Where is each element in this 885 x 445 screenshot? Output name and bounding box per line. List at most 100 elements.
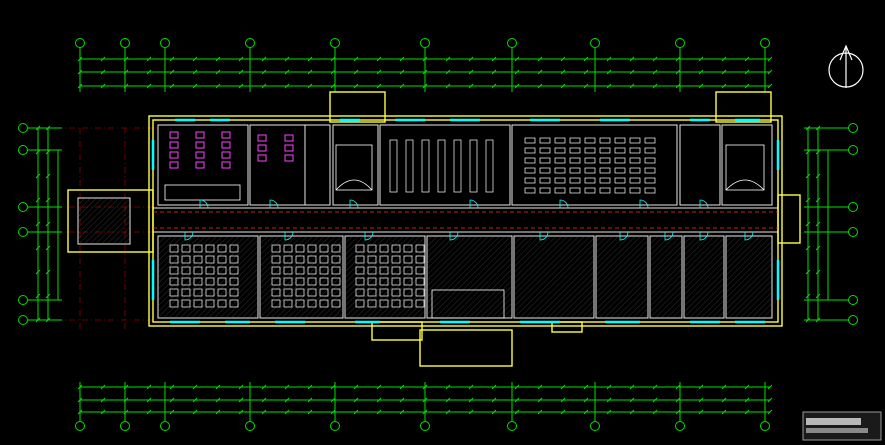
dimension-tick (744, 56, 750, 62)
dimension-tick (468, 69, 474, 75)
dimension-tick (192, 56, 198, 62)
dimension-tick (698, 397, 704, 403)
dimension-tick (652, 69, 658, 75)
dimension-tick (721, 397, 727, 403)
dimension-tick (652, 409, 658, 415)
hall-seat (193, 299, 203, 308)
door-swing (664, 231, 674, 241)
dimension-tick (238, 384, 244, 390)
dimension-tick (744, 409, 750, 415)
dimension-tick (169, 69, 175, 75)
toilet-stall (169, 151, 179, 159)
hall-seat (181, 299, 191, 308)
hall-seat (229, 244, 239, 253)
dimension-tick (353, 83, 359, 89)
axis-bubble (75, 38, 85, 48)
hall-seat (403, 266, 413, 275)
dimension-tick (376, 56, 382, 62)
dimension-tick (675, 397, 681, 403)
toilet-stall (257, 134, 267, 142)
door-swing (449, 231, 459, 241)
student-desk (539, 137, 551, 144)
student-desk (614, 157, 626, 164)
dimension-tick (514, 83, 520, 89)
hall-seat (271, 266, 281, 275)
dimension-tick (330, 397, 336, 403)
hall-seat (319, 288, 329, 297)
dimension-tick (399, 409, 405, 415)
student-desk (584, 147, 596, 154)
student-desk (614, 167, 626, 174)
hall-seat (181, 288, 191, 297)
student-desk (554, 167, 566, 174)
dimension-tick (399, 69, 405, 75)
door-swing (349, 199, 359, 209)
student-desk (614, 187, 626, 194)
hall-seat (283, 244, 293, 253)
hall-seat (391, 299, 401, 308)
dimension-tick (100, 69, 106, 75)
dimension-tick (399, 56, 405, 62)
hall-seat (319, 266, 329, 275)
dimension-tick (284, 56, 290, 62)
hall-seat (169, 266, 179, 275)
south-rooms (157, 235, 773, 319)
student-desk (584, 137, 596, 144)
student-desk (599, 167, 611, 174)
toilet-stall (195, 131, 205, 139)
student-desk (524, 167, 536, 174)
toilet-stall (169, 131, 179, 139)
dimension-tick (675, 56, 681, 62)
dimension-tick (238, 409, 244, 415)
dimension-tick (445, 83, 451, 89)
dimension-tick (815, 173, 821, 179)
dimension-tick (815, 293, 821, 299)
hall-seat (229, 255, 239, 264)
doors (184, 199, 754, 241)
dimension-tick (805, 245, 811, 251)
toilet-stall (195, 151, 205, 159)
student-desk (569, 157, 581, 164)
student-desk (629, 157, 641, 164)
student-desk (644, 167, 656, 174)
dimension-tick (537, 56, 543, 62)
dimension-tick (629, 56, 635, 62)
hall-seat (331, 288, 341, 297)
dimension-tick (560, 69, 566, 75)
hall-seat (403, 288, 413, 297)
toilet-stall (169, 141, 179, 149)
hall-seat (319, 277, 329, 286)
student-desk (644, 147, 656, 154)
hall-seat (319, 244, 329, 253)
hall-seat (379, 266, 389, 275)
dimension-tick (560, 409, 566, 415)
student-desk (629, 137, 641, 144)
dimension-tick (45, 173, 51, 179)
axis-bubbles-right (804, 123, 858, 325)
student-desk (599, 137, 611, 144)
hall-seat (283, 266, 293, 275)
dimension-tick (560, 384, 566, 390)
dimension-tick (35, 245, 41, 251)
hall-seat (355, 299, 365, 308)
axis-bubble (160, 421, 170, 431)
dimension-tick (307, 56, 313, 62)
dimension-tick (399, 397, 405, 403)
dimension-tick (468, 83, 474, 89)
dimension-tick (261, 56, 267, 62)
hall-seat (169, 255, 179, 264)
dimension-tick (353, 384, 359, 390)
dimension-tick (353, 397, 359, 403)
dimension-tick (353, 56, 359, 62)
dimension-tick (652, 384, 658, 390)
student-desk (614, 177, 626, 184)
hall-seat (295, 255, 305, 264)
door-swing (269, 199, 279, 209)
dimension-tick (675, 83, 681, 89)
dimension-tick (261, 384, 267, 390)
hall-seat (271, 255, 281, 264)
lab-bench (437, 139, 446, 193)
student-desk (599, 147, 611, 154)
dimension-tick (192, 83, 198, 89)
student-desk (554, 187, 566, 194)
